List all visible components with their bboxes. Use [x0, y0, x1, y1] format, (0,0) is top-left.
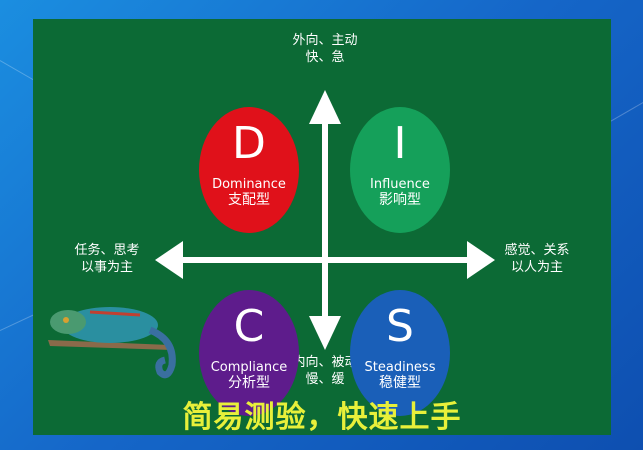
axis-label-left: 任务、思考 以事为主	[62, 242, 152, 276]
vertical-axis	[322, 115, 328, 330]
axis-label-line: 内向、被动	[292, 355, 358, 370]
arrow-right-icon	[467, 241, 495, 279]
arrow-down-icon	[309, 316, 341, 350]
quadrant-english: Influence	[370, 177, 430, 192]
quadrant-d: D Dominance 支配型	[199, 107, 299, 233]
quadrant-letter: I	[393, 118, 407, 169]
quadrant-english: Dominance	[212, 177, 286, 192]
arrow-up-icon	[309, 90, 341, 124]
axis-label-line: 外向、主动	[292, 33, 358, 48]
quadrant-chinese: 分析型	[228, 375, 270, 391]
axis-label-right: 感觉、关系 以人为主	[492, 242, 582, 276]
quadrant-i: I Influence 影响型	[350, 107, 450, 233]
quadrant-english: Steadiness	[364, 360, 436, 375]
quadrant-s: S Steadiness 稳健型	[350, 290, 450, 416]
quadrant-chinese: 稳健型	[379, 375, 421, 391]
axis-label-line: 感觉、关系	[504, 243, 570, 258]
quadrant-chinese: 影响型	[379, 192, 421, 208]
axis-label-top: 外向、主动 快、急	[275, 32, 375, 66]
quadrant-letter: C	[233, 301, 265, 352]
horizontal-axis	[180, 257, 470, 263]
subtitle: 简易测验，快速上手	[182, 400, 462, 435]
axis-label-line: 任务、思考	[74, 243, 140, 258]
axis-label-bottom: 内向、被动 慢、缓	[275, 354, 375, 388]
axis-label-line: 以事为主	[80, 260, 133, 275]
axis-label-line: 快、急	[305, 50, 345, 65]
quadrant-c: C Compliance 分析型	[199, 290, 299, 416]
quadrant-letter: S	[386, 301, 414, 352]
axis-label-line: 以人为主	[510, 260, 563, 275]
quadrant-chinese: 支配型	[228, 192, 270, 208]
quadrant-letter: D	[232, 118, 266, 169]
quadrant-english: Compliance	[210, 360, 288, 375]
arrow-left-icon	[155, 241, 183, 279]
axis-label-line: 慢、缓	[305, 372, 345, 387]
